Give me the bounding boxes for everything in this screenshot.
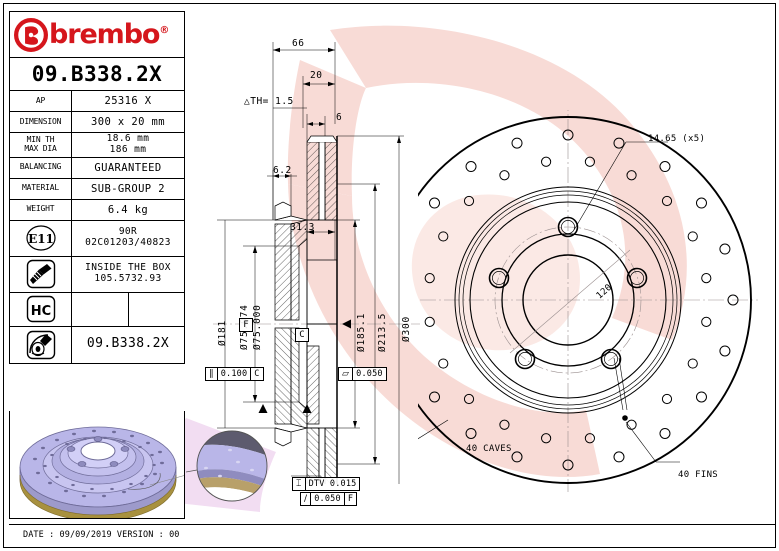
- dim-mount-face-dia: Ø213.5: [377, 312, 388, 352]
- e11-approval-label: E11: [28, 232, 54, 246]
- row-value-min-th: 18.6 mm: [106, 133, 150, 144]
- homologation-line1: 90R: [118, 226, 138, 238]
- screw-icon: [26, 260, 55, 289]
- row-value-max-dia: 186 mm: [109, 143, 147, 155]
- table-row-homologation: E11 90R 02C01203/40823: [10, 220, 184, 257]
- hc-icon-cell: HC: [10, 292, 72, 326]
- dim-hub-bore-max: Ø75.074: [239, 262, 250, 350]
- brembo-wordmark: brembo®: [49, 19, 169, 50]
- row-value-balancing: GUARANTEED: [94, 161, 162, 174]
- table-row-wear-sensor: 09.B338.2X: [10, 326, 184, 363]
- dim-overall-width: 66: [292, 38, 305, 49]
- tyre-disc-icon-cell: [10, 326, 72, 363]
- dim-hat-wall: 6.2: [273, 165, 292, 176]
- hc-value-left: [72, 292, 129, 326]
- dim-hub-bore-min: Ø75.000: [252, 304, 263, 350]
- runout-value: 0.050: [311, 493, 345, 505]
- runout-symbol-icon: ∕: [301, 493, 312, 505]
- annot-fins: 40 FINS: [678, 470, 719, 480]
- brembo-b-logo-icon: [14, 17, 48, 52]
- row-value-min-th-max-dia: 18.6 mm 186 mm: [72, 133, 184, 157]
- parallelism-symbol-icon: ∥: [206, 368, 218, 380]
- tyre-disc-icon: [26, 330, 55, 360]
- fixing-value: INSIDE THE BOX 105.5732.93: [72, 257, 184, 292]
- table-row-balancing: BALANCING GUARANTEED: [10, 157, 184, 179]
- annot-caves: 40 CAVES: [466, 444, 512, 454]
- part-number: 09.B338.2X: [31, 62, 163, 86]
- footer-text: DATE : 09/09/2019 VERSION : 00: [23, 530, 180, 540]
- table-row-fixing: INSIDE THE BOX 105.5732.93: [10, 256, 184, 293]
- fixing-line2: 105.5732.93: [94, 273, 162, 285]
- dim-inner-braking-dia: Ø185.1: [356, 312, 367, 352]
- dim-pad-contact-height: 31.3: [290, 222, 315, 233]
- cross-section-view: [213, 42, 420, 484]
- fixing-line1: INSIDE THE BOX: [85, 262, 171, 274]
- hc-icon-label: HC: [30, 304, 50, 319]
- table-row-ap: AP 25316 X: [10, 91, 184, 112]
- dim-thickness-variation: △TH= 1.5: [244, 96, 294, 107]
- parallelism-datum: C: [254, 369, 260, 379]
- row-label-max-dia: MAX DIA: [24, 143, 57, 153]
- dtv-callout: ⌶ DTV 0.015: [292, 477, 361, 491]
- row-value-dimension: 300 x 20 mm: [91, 115, 165, 128]
- dtv-value: DTV 0.015: [308, 479, 357, 489]
- annot-bolt-hole-dia: 14.65 (x5): [648, 134, 706, 144]
- parallelism-callout: ∥ 0.100 C: [205, 367, 264, 381]
- runout-callout: ∕ 0.050 F: [300, 492, 358, 506]
- flatness-value: 0.050: [356, 369, 383, 379]
- dim-outer-dia: Ø300: [401, 315, 412, 342]
- e11-approval-icon: E11: [25, 225, 56, 251]
- flatness-callout: ▱ 0.050: [338, 367, 387, 381]
- dtv-symbol-icon: ⌶: [293, 478, 306, 490]
- hc-icon: HC: [26, 296, 55, 323]
- specification-table: brembo® 09.B338.2X AP 25316 X DIMENSION …: [9, 11, 185, 364]
- row-label-balancing: BALANCING: [10, 157, 72, 178]
- dim-vane-gap: 6: [336, 112, 343, 123]
- disc-face-view: [418, 110, 758, 492]
- row-label-min-th-max-dia: MIN TH MAX DIA: [10, 133, 72, 157]
- disc-edge-detail-zoom: [186, 430, 268, 502]
- e11-approval-icon-cell: E11: [10, 220, 72, 256]
- datum-box-f: F: [239, 318, 253, 332]
- row-value-ap: 25316 X: [104, 94, 152, 107]
- footer-divider: [9, 524, 776, 525]
- registered-mark: ®: [159, 25, 169, 36]
- wear-sensor-part-number: 09.B338.2X: [86, 336, 170, 352]
- row-label-material: MATERIAL: [10, 178, 72, 199]
- brembo-wordmark-text: brembo: [49, 19, 160, 50]
- dim-hat-depth: 20: [310, 70, 323, 81]
- homologation-value: 90R 02C01203/40823: [72, 221, 184, 256]
- part-number-row: 09.B338.2X: [10, 58, 184, 91]
- table-row-dimension: DIMENSION 300 x 20 mm: [10, 112, 184, 133]
- hc-value-right: [129, 293, 185, 326]
- row-label-min-th: MIN TH: [26, 134, 55, 144]
- table-row-min-th-max-dia: MIN TH MAX DIA 18.6 mm 186 mm: [10, 133, 184, 158]
- table-row-weight: WEIGHT 6.4 kg: [10, 199, 184, 221]
- runout-datum: F: [347, 494, 354, 504]
- dim-hat-outer-dia: Ø181: [217, 319, 228, 346]
- row-label-dimension: DIMENSION: [10, 112, 72, 132]
- row-label-ap: AP: [10, 91, 72, 111]
- brake-disc-3d-render: [19, 426, 184, 518]
- brembo-logo: brembo®: [10, 12, 184, 58]
- table-row-material: MATERIAL SUB-GROUP 2: [10, 178, 184, 200]
- table-row-hc: HC: [10, 292, 185, 327]
- screw-icon-cell: [10, 256, 72, 292]
- flatness-symbol-icon: ▱: [339, 368, 354, 380]
- row-value-weight: 6.4 kg: [107, 203, 149, 216]
- parallelism-value: 0.100: [218, 368, 252, 380]
- row-value-material: SUB-GROUP 2: [91, 182, 165, 195]
- product-render-cell: [9, 411, 185, 519]
- homologation-line2: 02C01203/40823: [85, 237, 171, 249]
- row-label-weight: WEIGHT: [10, 199, 72, 220]
- datum-box-c: C: [295, 328, 309, 342]
